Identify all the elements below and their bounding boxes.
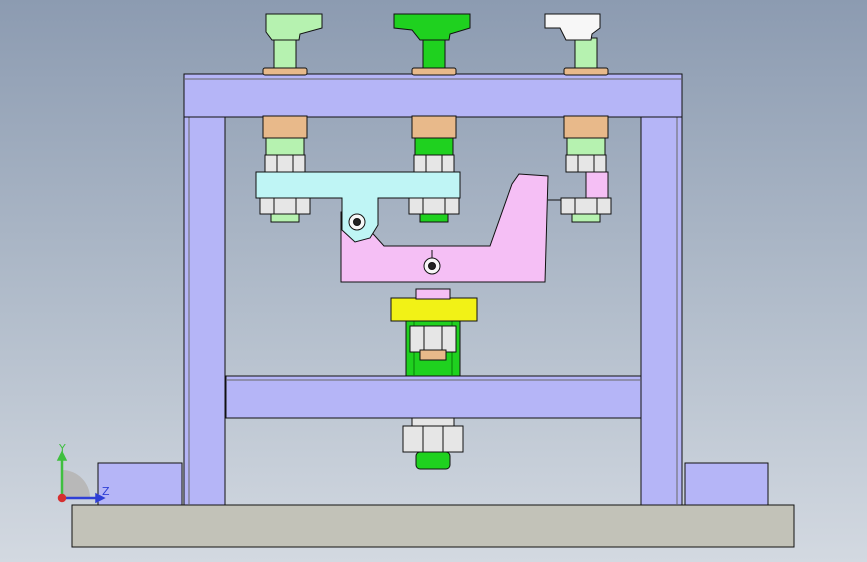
right-foot-block: [684, 462, 769, 506]
cross-beam: [225, 375, 642, 419]
z-axis-label: Z: [102, 485, 110, 498]
right-clamp-column: [544, 13, 612, 223]
y-axis-label: Y: [58, 442, 66, 455]
center-clamp-stack: [405, 319, 461, 377]
center-clamp-column: [393, 13, 471, 223]
clamp-pad-yellow: [390, 297, 478, 322]
left-foot-block: [97, 462, 183, 506]
lever-pivot-pin: [348, 213, 366, 231]
center-pivot-pin: [423, 250, 441, 275]
right-post: [640, 115, 683, 506]
x-axis-dot: [57, 493, 67, 503]
left-clamp-column: [259, 13, 323, 223]
blue-lever-arm: [255, 171, 461, 243]
triad-quadrant: [62, 470, 90, 498]
base-plate: [71, 504, 795, 548]
axis-triad: Y Z: [56, 442, 110, 504]
top-beam: [183, 73, 683, 118]
bottom-bolt: [402, 417, 464, 470]
pink-pivot-block: [585, 171, 609, 201]
left-post: [183, 115, 226, 506]
pad-spacer: [415, 288, 451, 300]
